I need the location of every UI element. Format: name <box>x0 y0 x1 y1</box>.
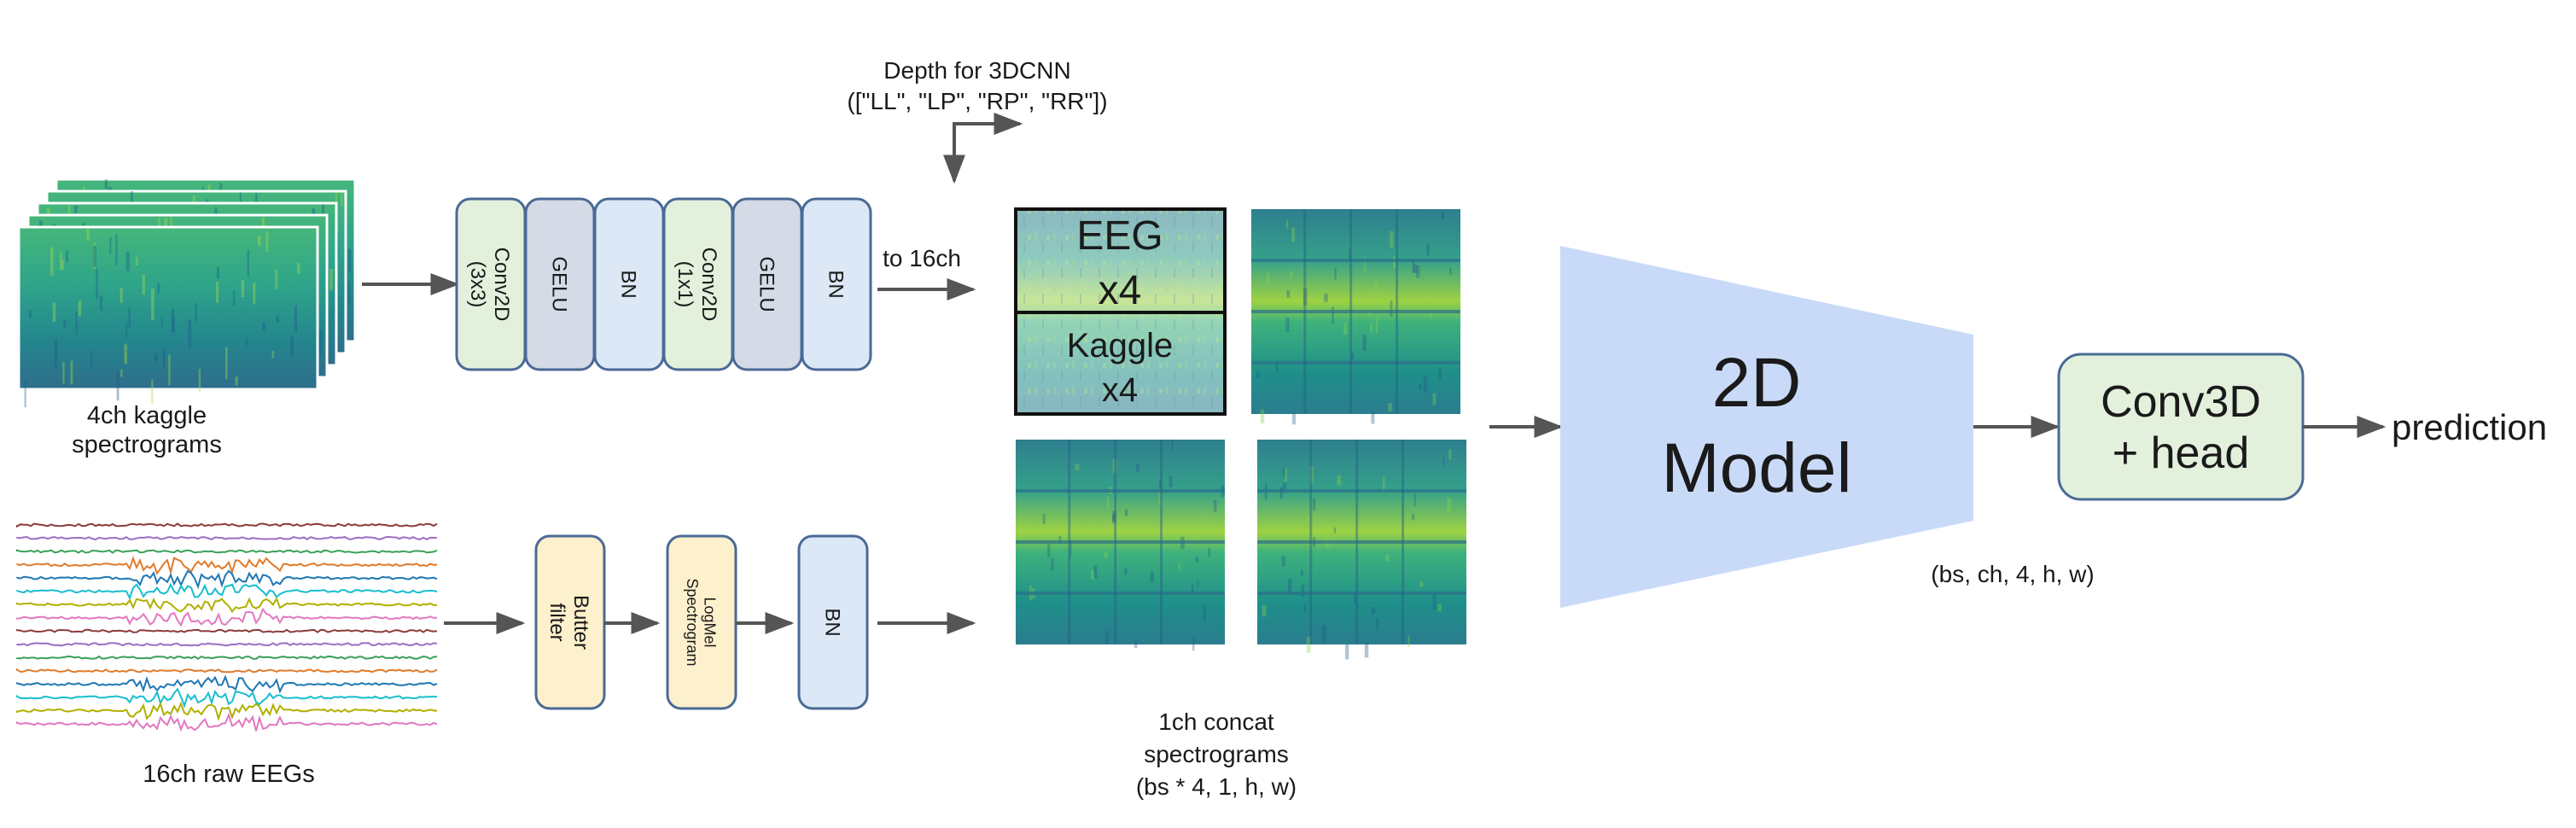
block-label: Conv2D(1x1) <box>673 248 720 322</box>
block-label: Conv2D(3x3) <box>466 248 513 322</box>
eeg-channel-trace <box>16 569 438 590</box>
concat-label-line1: 1ch concat <box>1158 708 1274 735</box>
eeg-channel-trace <box>16 674 438 694</box>
shape-label: (bs, ch, 4, h, w) <box>1931 561 2094 587</box>
eeg-channel-trace <box>16 582 438 601</box>
block-topBlocks-2: BN <box>593 197 665 371</box>
raw-eeg-traces <box>16 522 438 732</box>
concat-mosaic-group <box>1016 209 1466 660</box>
depth-label-line2: (["LL", "LP", "RP", "RR"]) <box>847 88 1107 114</box>
block-topBlocks-3: Conv2D(1x1) <box>662 197 734 371</box>
eeg-channel-trace <box>16 535 438 541</box>
kaggle-spectrogram-layer <box>17 225 319 408</box>
2d-model-line2: Model <box>1661 429 1851 507</box>
eeg-channel-trace <box>16 607 438 627</box>
block-label: LogMelSpectrogram <box>684 578 719 666</box>
eeg-channel-trace <box>16 655 438 660</box>
mosaic-kaggle-title: Kaggle <box>1067 327 1174 364</box>
eeg-channel-trace <box>16 549 438 554</box>
eeg-channel-trace <box>16 556 438 576</box>
eeg-raw-label: 16ch raw EEGs <box>143 761 314 788</box>
block-label: BN <box>821 608 844 636</box>
block-topBlocks-5: BN <box>801 197 872 371</box>
eeg-channel-trace <box>16 712 438 732</box>
eeg-channel-trace <box>16 522 438 528</box>
concat-mosaic-labeled: EEG x4 Kaggle x4 <box>1014 207 1227 416</box>
kaggle-label-line1: 4ch kaggle <box>87 402 207 429</box>
preprocess-block-0: Butterfilter <box>534 534 606 710</box>
eeg-channel-trace <box>16 668 438 673</box>
conv3d-head-line1: Conv3D <box>2101 377 2261 427</box>
kaggle-label-line2: spectrograms <box>72 431 222 458</box>
block-label: GELU <box>755 256 778 312</box>
eeg-channel-trace <box>16 687 438 708</box>
concat-mosaic-bottom-left <box>1016 440 1225 651</box>
depth-arrow-branch <box>953 113 1023 135</box>
to-16ch-label: to 16ch <box>883 245 961 271</box>
conv3d-head-line2: + head <box>2113 429 2250 478</box>
2d-model-line1: 2D <box>1712 344 1802 422</box>
depth-label-line1: Depth for 3DCNN <box>883 57 1070 84</box>
block-label: GELU <box>548 256 571 312</box>
block-topBlocks-1: GELU <box>524 197 596 371</box>
eeg-channel-trace <box>16 597 438 614</box>
preprocess-block-1: LogMelSpectrogram <box>666 534 737 710</box>
mosaic-kaggle-sub: x4 <box>1102 371 1138 409</box>
concat-label-line2: spectrograms <box>1144 741 1289 767</box>
concat-mosaic-bottom-right <box>1257 440 1466 660</box>
preprocess-block-group: Butterfilter LogMelSpectrogram BN <box>534 534 869 710</box>
concat-label-line3: (bs * 4, 1, h, w) <box>1136 773 1297 800</box>
preprocess-block-2: BN <box>797 534 869 710</box>
eeg-channel-trace <box>16 701 438 722</box>
concat-mosaic-top-right <box>1251 209 1460 425</box>
kaggle-spectrogram-stack <box>17 178 357 408</box>
mosaic-eeg-title: EEG <box>1076 213 1163 259</box>
block-topBlocks-4: GELU <box>731 197 803 371</box>
eeg-channel-trace <box>16 628 438 633</box>
block-topBlocks-0: Conv2D(3x3) <box>455 197 527 371</box>
mosaic-eeg-sub: x4 <box>1099 268 1142 313</box>
block-label: BN <box>617 270 640 298</box>
conv-block-group: Conv2D(3x3) GELU BN Conv2D(1x1) GELU BN <box>455 197 872 371</box>
block-label: Butterfilter <box>545 595 592 650</box>
2d-model-shape <box>1560 246 1973 608</box>
block-label: BN <box>825 270 848 298</box>
eeg-channel-trace <box>16 642 438 647</box>
prediction-label: prediction <box>2392 407 2547 447</box>
